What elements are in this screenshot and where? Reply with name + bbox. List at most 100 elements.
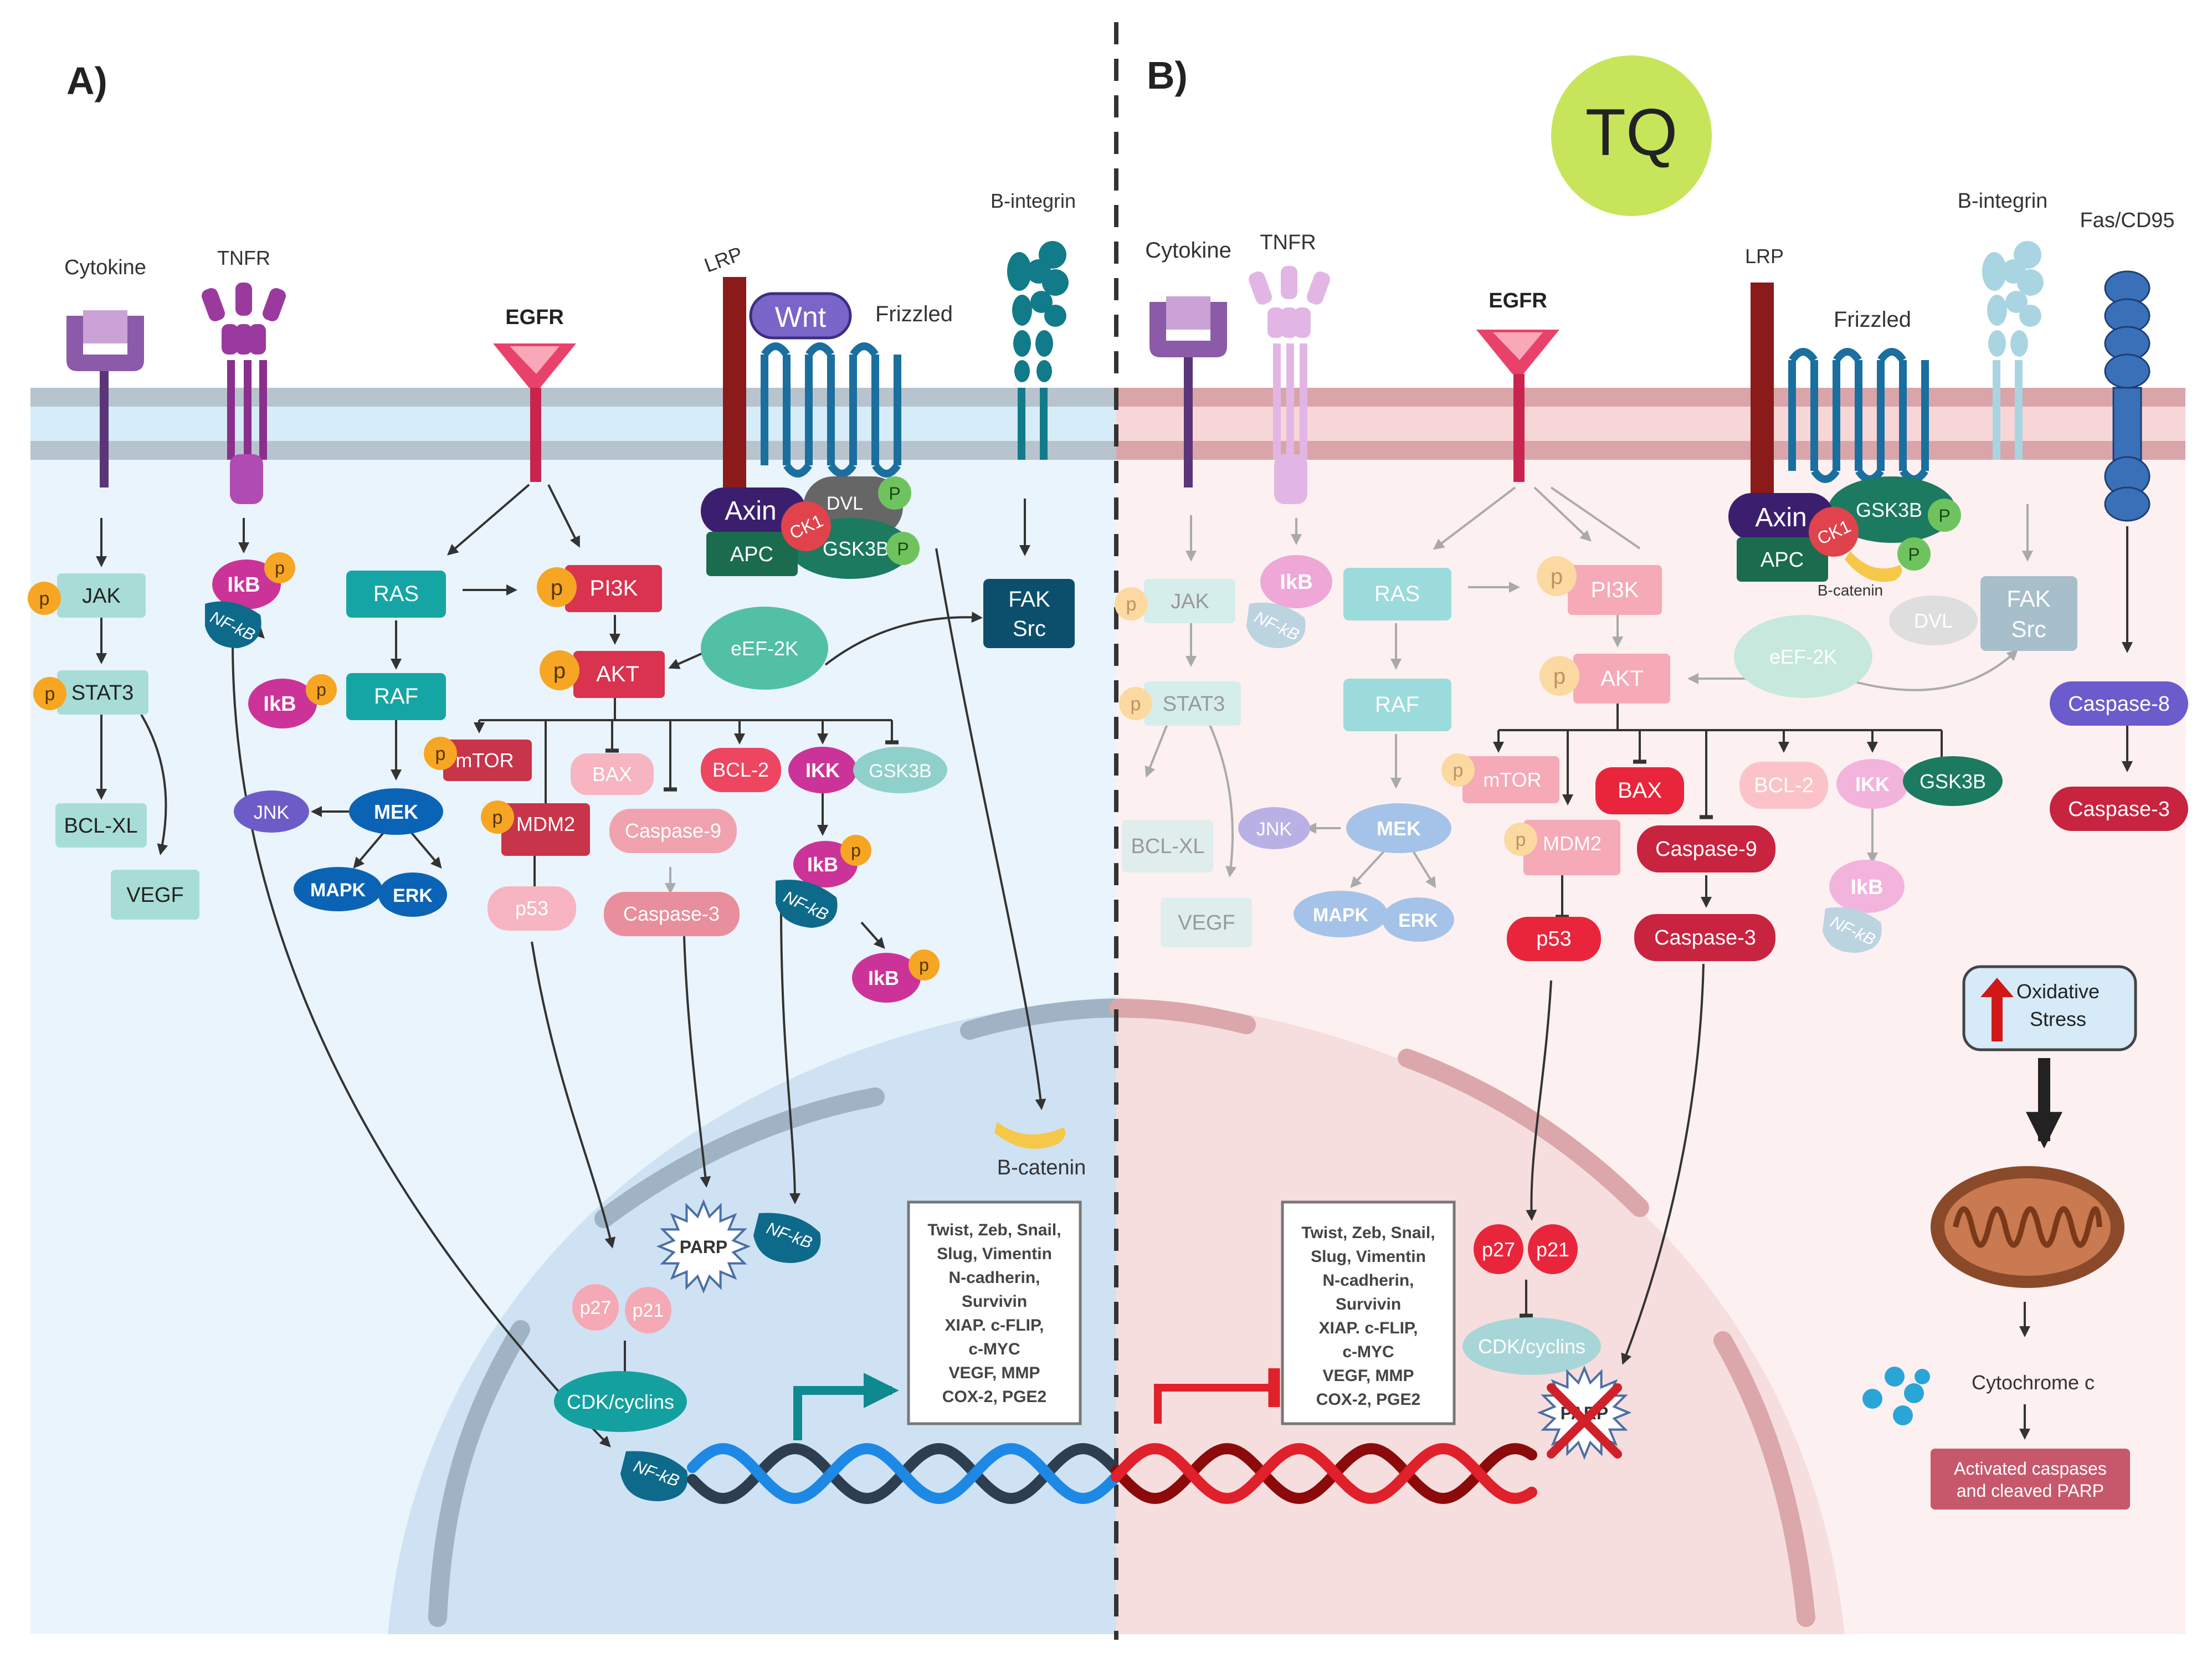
svg-text:p: p (1453, 760, 1464, 781)
svg-text:IkB: IkB (807, 853, 838, 876)
svg-text:STAT3: STAT3 (71, 681, 134, 705)
svg-text:Axin: Axin (725, 496, 776, 526)
svg-text:p: p (275, 558, 285, 578)
node-stat3-a: STAT3 (57, 670, 148, 715)
node-casp9-a: Caspase-9 (609, 809, 737, 853)
svg-text:p21: p21 (1536, 1238, 1569, 1261)
svg-text:P: P (897, 539, 909, 559)
svg-text:mTOR: mTOR (455, 749, 514, 772)
gene-line: Slug, Vimentin (937, 1245, 1052, 1263)
svg-text:FAK: FAK (2006, 586, 2050, 612)
svg-text:p53: p53 (515, 897, 548, 920)
svg-text:BCL-XL: BCL-XL (1131, 835, 1204, 858)
svg-text:mTOR: mTOR (1483, 768, 1541, 791)
gene-line: Twist, Zeb, Snail, (927, 1221, 1061, 1239)
svg-text:DVL: DVL (1914, 609, 1953, 632)
gene-line: Survivin (962, 1292, 1027, 1311)
svg-text:P: P (1908, 545, 1920, 564)
node-fak-src-a: FAK Src (983, 579, 1075, 648)
envelope-seg-b2 (1398, 1049, 1649, 1217)
node-ikb3-a: IkB p (793, 835, 871, 887)
envelope-seg-a1 (428, 1320, 530, 1627)
svg-text:JNK: JNK (254, 802, 290, 823)
svg-text:P: P (1938, 506, 1950, 526)
svg-text:JAK: JAK (82, 584, 121, 608)
dna-helix (687, 1443, 1537, 1505)
cross-icon (1547, 1383, 1622, 1459)
svg-text:B-catenin: B-catenin (1818, 582, 1883, 599)
b-integrin-label-b: B-integrin (1958, 189, 2048, 213)
svg-text:p: p (316, 680, 326, 700)
svg-text:eEF-2K: eEF-2K (1769, 645, 1837, 668)
svg-text:BCL-XL: BCL-XL (64, 814, 137, 838)
mitochondrion-icon (1931, 1166, 2124, 1288)
svg-text:RAF: RAF (1375, 692, 1419, 717)
panel-a-label: A) (66, 59, 107, 102)
svg-text:p53: p53 (1536, 927, 1571, 951)
svg-text:AKT: AKT (1600, 666, 1644, 691)
node-vegf-b: VEGF (1161, 897, 1252, 947)
node-casp8-b: Caspase-8 (2050, 681, 2188, 726)
cytokine-label-a: Cytokine (64, 256, 146, 279)
tnfr-label-a: TNFR (217, 247, 270, 269)
node-jak-a: JAK (57, 573, 146, 618)
nucleus-b (1116, 997, 1845, 1634)
node-bclxl-a: BCL-XL (55, 803, 147, 848)
svg-text:Src: Src (1013, 617, 1046, 641)
gene-line: c-MYC (1342, 1343, 1394, 1361)
gene-box-a: Twist, Zeb, Snail,Slug, VimentinN-cadher… (907, 1200, 1082, 1425)
svg-text:p: p (39, 588, 50, 609)
node-nfkb-dna-a: NF-kB (620, 1451, 688, 1501)
node-raf-a: RAF (346, 673, 446, 720)
gene-line: VEGF, MMP (948, 1364, 1040, 1382)
dna-strand-a2 (687, 1443, 1120, 1505)
node-stat3-b: STAT3 p (1119, 681, 1241, 726)
cytokine-label-b: Cytokine (1145, 238, 1231, 263)
node-parp-a: PARP (656, 1199, 751, 1294)
gene-line: XIAP. c-FLIP, (1319, 1319, 1418, 1337)
lrp-label-a: LRP (701, 242, 746, 276)
egfr-receptor-b (1476, 330, 1559, 482)
gene-line: COX-2, PGE2 (942, 1388, 1046, 1406)
svg-text:and cleaved PARP: and cleaved PARP (1957, 1481, 2104, 1501)
egfr-receptor-a (493, 343, 576, 482)
svg-text:BAX: BAX (1618, 778, 1662, 803)
gene-line: N-cadherin, (1322, 1271, 1414, 1290)
gene-line: Slug, Vimentin (1311, 1248, 1426, 1266)
svg-text:IKK: IKK (1855, 773, 1890, 795)
tnfr-receptor-b (1249, 266, 1330, 504)
svg-text:p27: p27 (580, 1297, 612, 1318)
lrp-receptor-b (1751, 283, 1774, 521)
lrp-receptor-a (723, 277, 746, 521)
svg-text:Caspase-3: Caspase-3 (1654, 926, 1756, 949)
node-cdk-b: CDK/cyclins (1462, 1317, 1601, 1375)
gene-line: VEGF, MMP (1322, 1367, 1414, 1385)
fas-label-b: Fas/CD95 (2080, 209, 2174, 232)
svg-text:Caspase-3: Caspase-3 (2068, 798, 2170, 821)
arrows-b-faded (1145, 486, 2033, 889)
svg-text:GSK3B: GSK3B (869, 761, 931, 782)
svg-text:RAF: RAF (374, 684, 418, 709)
node-ikb1-b: IkB (1260, 555, 1332, 608)
panel-b-label: B) (1147, 54, 1188, 97)
node-dvl-b: DVL (1889, 596, 1978, 645)
node-mdm2-b: MDM2 p (1504, 820, 1620, 875)
node-p53-a: p53 (487, 886, 576, 931)
node-erk-b: ERK (1382, 897, 1454, 942)
svg-text:Axin: Axin (1755, 503, 1806, 532)
node-mdm2-a: MDM2 p (481, 800, 590, 856)
fas-receptor-b (2104, 270, 2151, 522)
svg-text:p: p (1131, 694, 1141, 715)
svg-text:p27: p27 (1482, 1238, 1515, 1261)
node-bcl2-a: BCL-2 (701, 748, 781, 792)
svg-text:JAK: JAK (1171, 590, 1209, 613)
node-nfkb1-b: NF-kB (1246, 602, 1306, 648)
b-integrin-receptor-b (1982, 241, 2044, 460)
svg-text:DVL: DVL (827, 493, 863, 514)
node-mapk-b: MAPK (1294, 891, 1388, 937)
svg-text:AKT: AKT (596, 662, 639, 686)
svg-text:p: p (1126, 594, 1137, 615)
svg-text:GSK3B: GSK3B (823, 537, 889, 560)
tq-label: TQ (1585, 95, 1678, 170)
